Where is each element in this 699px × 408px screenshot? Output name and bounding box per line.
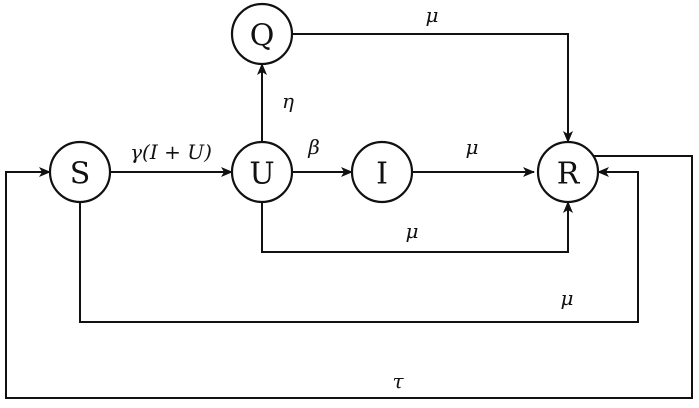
edge-u-to-r [261,201,573,253]
node-i: I [350,140,414,204]
label-u-to-i: β [307,135,320,159]
node-q: Q [230,2,294,66]
node-s-label: S [70,157,91,192]
edge-s-to-r [79,167,639,323]
label-q-to-r: μ [426,3,439,27]
node-q-label: Q [250,19,275,54]
node-r-label: R [557,157,581,192]
node-r: R [536,140,600,204]
node-u: U [230,140,294,204]
node-u-label: U [249,157,274,192]
label-u-to-r: μ [406,219,419,243]
edge-q-to-r [292,33,573,143]
node-s: S [48,140,112,204]
node-i-label: I [376,157,388,192]
label-s-to-r: μ [561,286,574,310]
label-u-to-q: η [282,89,294,113]
label-i-to-r: μ [466,135,479,159]
edge-r-to-s [5,155,693,399]
label-s-to-u: γ(I + U) [130,140,212,164]
label-r-to-s: τ [392,369,404,393]
